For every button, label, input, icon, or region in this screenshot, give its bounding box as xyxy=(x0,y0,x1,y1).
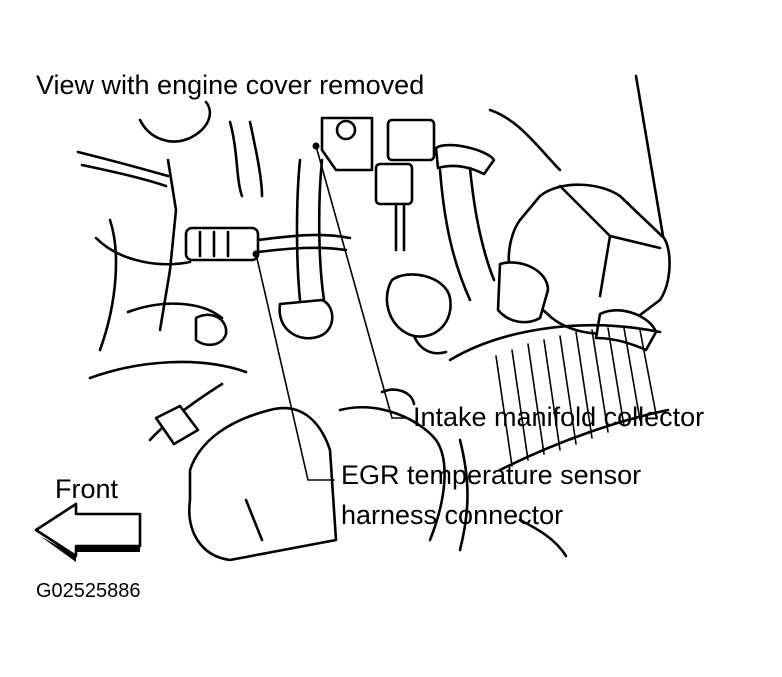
hose-clamp-line xyxy=(148,382,224,442)
upper-pipe xyxy=(228,120,244,198)
diagram-title: View with engine cover removed xyxy=(36,70,425,100)
intake-duct-ribs xyxy=(495,327,657,467)
connector-ribs xyxy=(198,230,230,258)
bracket-line xyxy=(634,74,666,244)
egr-sensor-label: EGR temperature sensor xyxy=(341,460,642,490)
egr-pipe-edge xyxy=(317,158,326,302)
throttle-body-detail xyxy=(558,184,662,298)
left-curve xyxy=(98,218,118,352)
egr-leader-line xyxy=(255,253,335,481)
lower-left-hose xyxy=(126,302,224,320)
left-bracket xyxy=(158,158,178,332)
upper-pipe-edge xyxy=(248,120,264,198)
egr-harness-connector xyxy=(184,226,260,262)
front-arrow-icon xyxy=(34,502,142,558)
lower-right-line xyxy=(518,518,568,558)
intake-manifold-label: Intake manifold collector xyxy=(413,402,705,432)
collector-curve xyxy=(338,406,446,542)
small-fitting xyxy=(194,313,228,347)
connector-wire xyxy=(256,233,352,242)
collector-outlet xyxy=(380,388,416,406)
lower-reservoir xyxy=(188,406,338,562)
sensor-neck xyxy=(412,334,448,355)
bracket-bolt xyxy=(335,119,357,141)
upper-left-housing xyxy=(138,100,212,143)
connector-lead xyxy=(394,202,406,252)
front-label: Front xyxy=(55,474,119,504)
harness-loop xyxy=(94,236,192,266)
hose-clamp-top xyxy=(434,143,496,176)
hose-clamp-lower xyxy=(154,404,200,446)
upper-right-line xyxy=(488,108,562,172)
intake-duct-top xyxy=(448,324,662,362)
harness-connector-label: harness connector xyxy=(341,500,564,530)
mounting-bracket xyxy=(320,116,374,172)
intake-leader-line xyxy=(315,145,409,419)
connector-wire-2 xyxy=(256,246,348,254)
round-sensor xyxy=(385,273,452,338)
egr-pipe xyxy=(295,158,302,302)
vertical-hose xyxy=(438,168,472,302)
throttle-connector xyxy=(496,261,550,324)
reservoir-mark xyxy=(244,498,264,542)
vacuum-hose xyxy=(76,150,170,178)
lower-left-hose-edge xyxy=(88,360,248,380)
figure-id: G02525886 xyxy=(36,580,141,602)
lower-line xyxy=(458,438,469,552)
egr-sensor-body xyxy=(278,298,334,340)
intake-duct-bottom xyxy=(498,408,670,472)
front-arrow-shadow xyxy=(40,536,140,562)
vertical-hose-edge xyxy=(468,166,496,282)
vacuum-hose-edge xyxy=(80,163,168,188)
top-connector xyxy=(386,118,436,162)
throttle-clamp xyxy=(594,309,658,352)
top-connector-2 xyxy=(374,162,414,206)
